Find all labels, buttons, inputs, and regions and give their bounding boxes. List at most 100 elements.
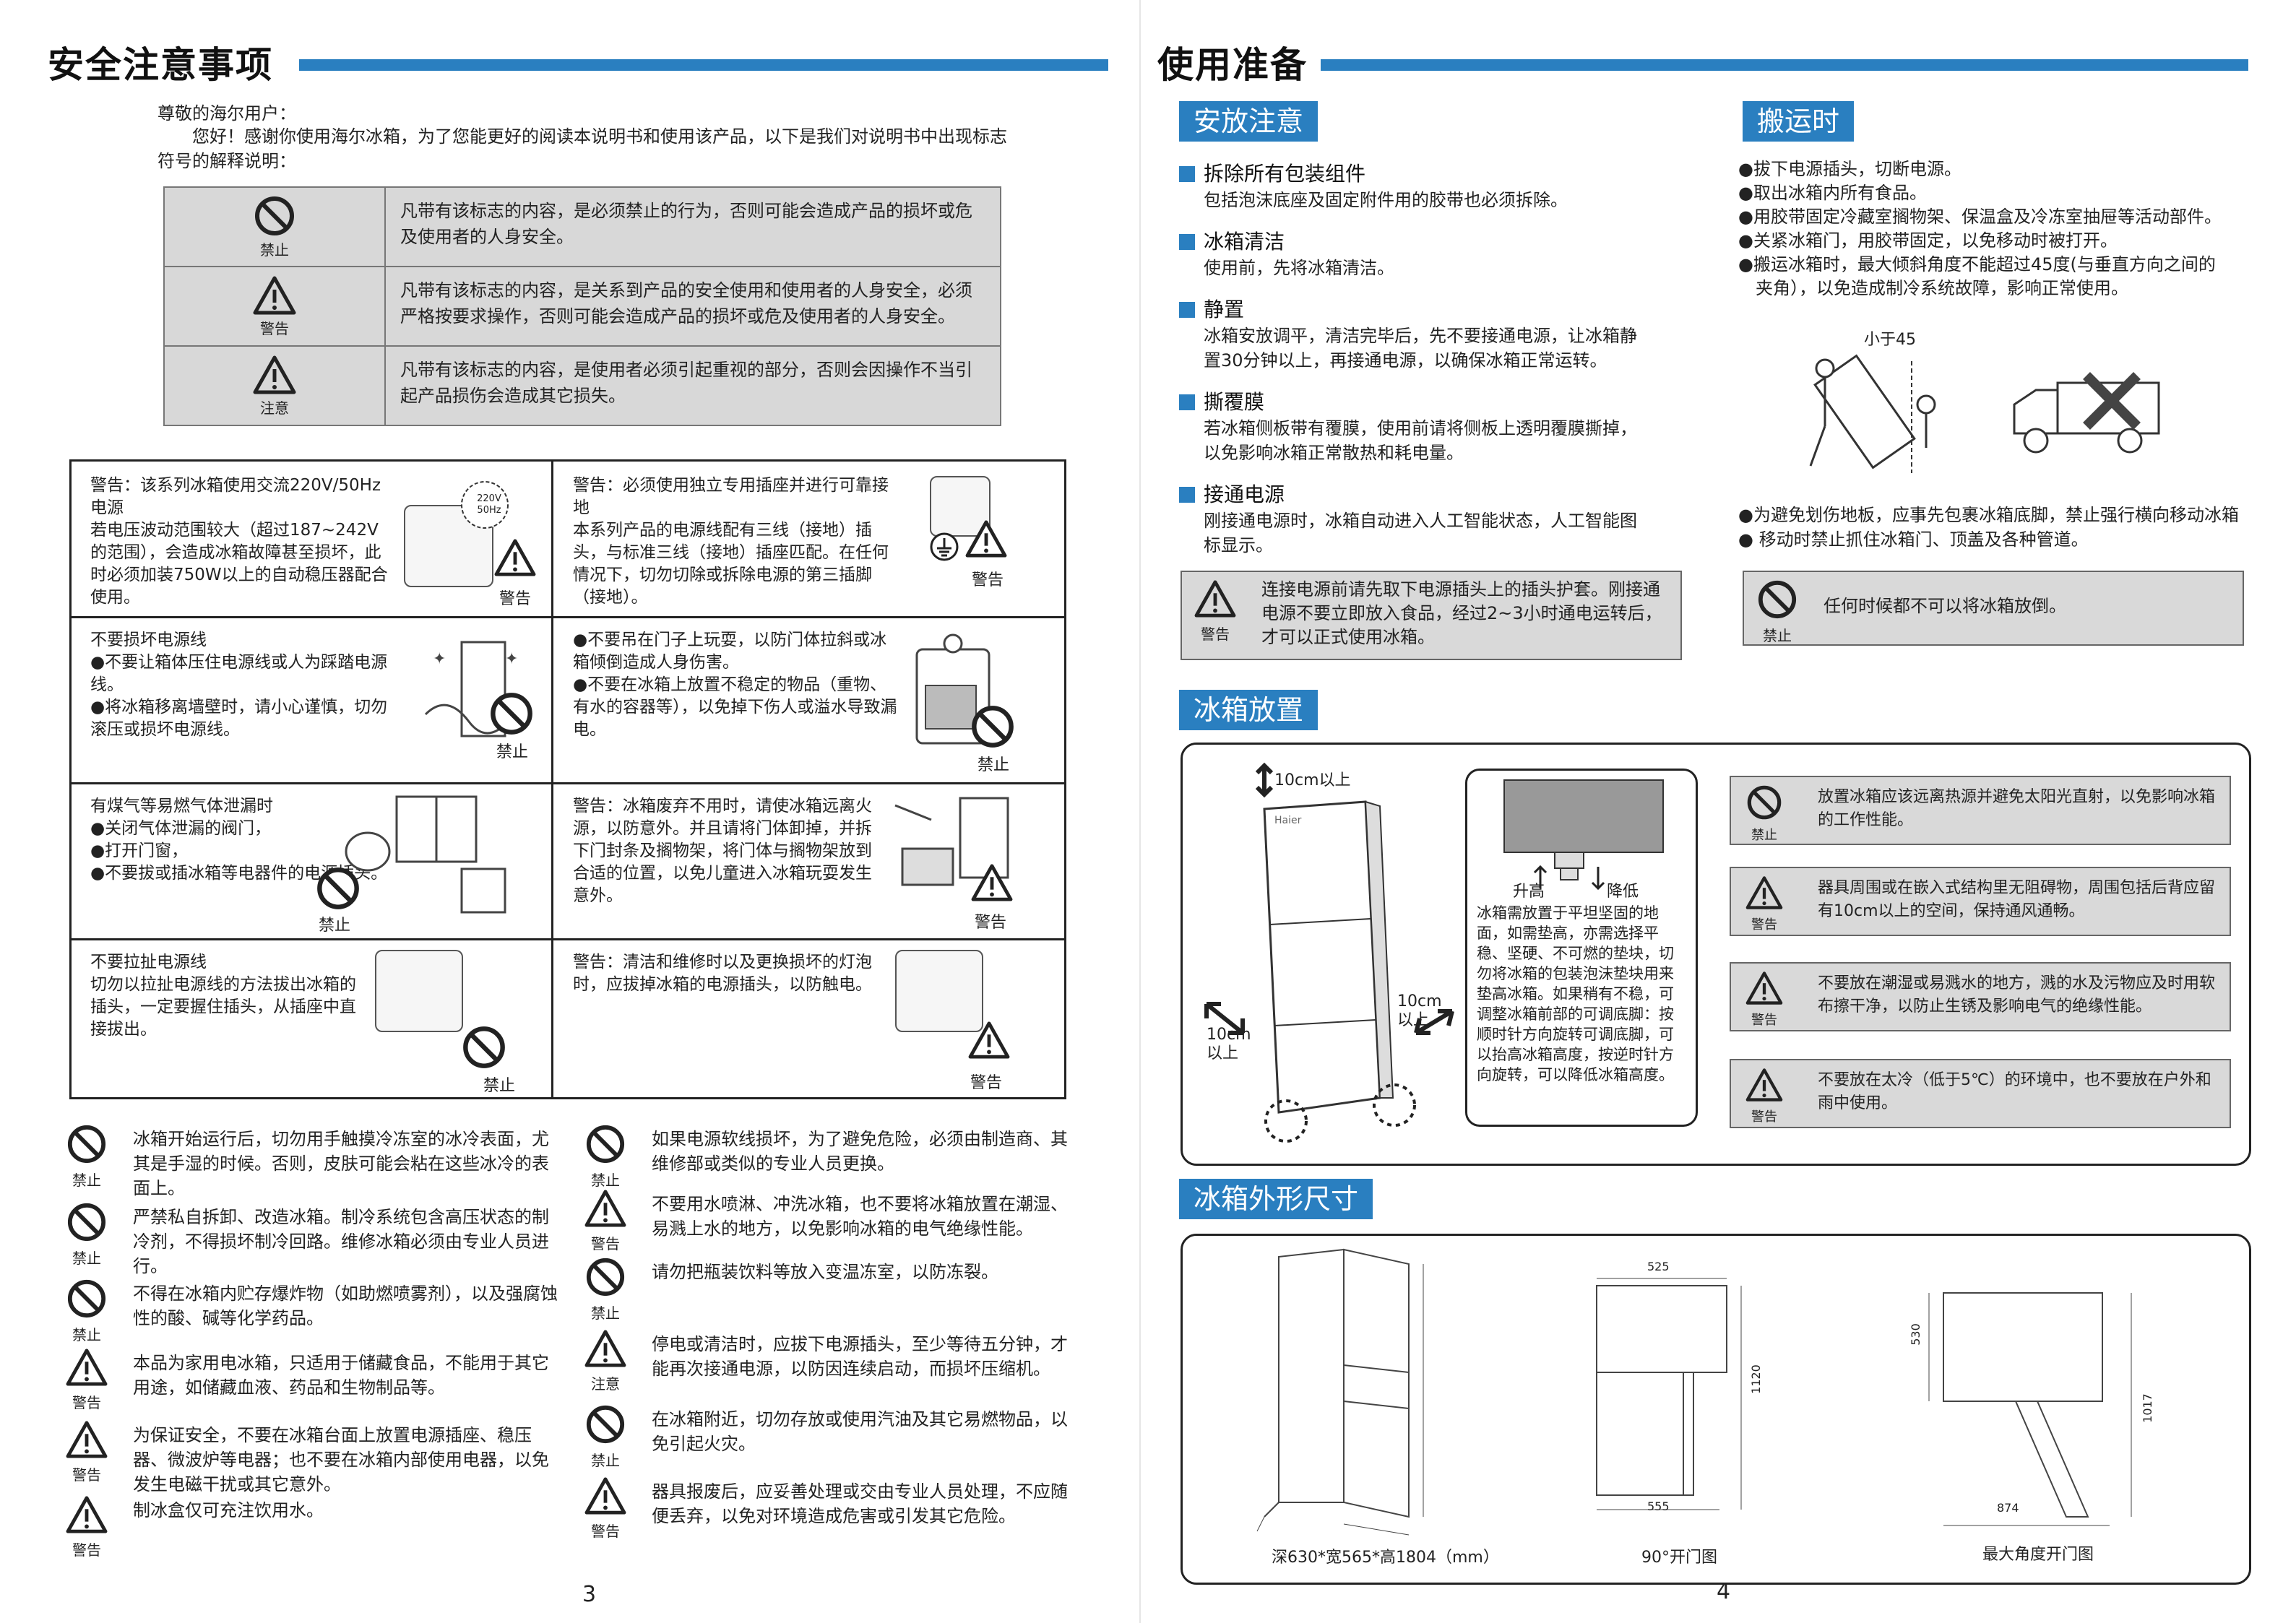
install-item-body: 冰箱安放调平，清洁完毕后，先不要接通电源，让冰箱静置30分钟以上，再接通电源，以… xyxy=(1204,326,1637,371)
dim-depth-530: 530 xyxy=(1908,1323,1922,1346)
page-title-preparation: 使用准备 xyxy=(1157,44,1308,86)
moving-ban-text: 任何时候都不可以将冰箱放倒。 xyxy=(1824,596,2066,616)
prohibit-icon xyxy=(255,196,294,235)
prohibit-icon xyxy=(972,706,1014,748)
legend-row-caution: 注意 凡带有该标志的内容，是使用者必须引起重视的部分，否则会因操作不当引起产品损… xyxy=(165,347,1000,425)
grid-label: 禁止 xyxy=(483,1077,516,1095)
socket-illustration xyxy=(375,950,463,1032)
foot-down-label: 降低 xyxy=(1607,883,1639,901)
grid-text-cleaning: 警告：清洁和维修时以及更换损坏的灯泡时，应拔掉冰箱的电源插头，以防触电。 xyxy=(573,953,872,994)
box-label: 禁止 xyxy=(1751,828,1777,843)
placement-frame xyxy=(1181,743,2251,1166)
legend-label: 禁止 xyxy=(260,241,289,259)
truck-ban-illustration xyxy=(2013,372,2160,454)
install-list: 拆除所有包装组件 包括泡沫底座及固定附件用的胶带也必须拆除。 冰箱清洁 使用前，… xyxy=(1179,160,1685,558)
prohibit-icon xyxy=(586,1405,625,1444)
placement-box: 禁止 放置冰箱应该远离热源并避免太阳光直射，以免影响冰箱的工作性能。 xyxy=(1730,776,2231,845)
bullet-text: 器具报废后，应妥善处理或交由专业人员处理，不应随便丢弃，以免对环境造成危害或引发… xyxy=(652,1481,1068,1526)
warning-icon xyxy=(971,864,1013,901)
bullet-label: 警告 xyxy=(591,1523,620,1540)
warning-icon xyxy=(253,276,296,314)
bullet-text: 在冰箱附近，切勿存放或使用汽油及其它易燃物品，以免引起火灾。 xyxy=(652,1409,1068,1454)
grid-text-disposal: 警告：冰箱废弃不用时，请使冰箱远离火源，以防意外。并且请将门体卸掉，并拆下门封条… xyxy=(573,797,872,905)
box-label: 警告 xyxy=(1751,1013,1777,1028)
warning-icon xyxy=(584,1190,626,1227)
warning-icon xyxy=(66,1349,108,1386)
install-item-head: 撕覆膜 xyxy=(1179,389,1685,416)
grid-text-voltage: 警告：该系列冰箱使用交流220V/50Hz电源 若电压波动范围较大（超过187~… xyxy=(90,476,388,607)
foot-up-label: 升高 xyxy=(1513,883,1545,901)
bullet-label: 禁止 xyxy=(72,1326,101,1343)
install-item-head: 冰箱清洁 xyxy=(1179,228,1685,256)
gas-leak-illustration xyxy=(345,795,506,914)
placement-box-text: 器具周围或在嵌入式结构里无阻碍物，周围包括后背应留有10cm以上的空间，保持通风… xyxy=(1818,879,2216,920)
bullet-label: 禁止 xyxy=(591,1452,620,1469)
warnings-grid: 警告：该系列冰箱使用交流220V/50Hz电源 若电压波动范围较大（超过187~… xyxy=(69,459,1066,1099)
legend-text: 凡带有该标志的内容，是使用者必须引起重视的部分，否则会因操作不当引起产品损伤会造… xyxy=(400,360,972,406)
prohibit-icon xyxy=(67,1125,106,1164)
bullet-text: 请勿把瓶装饮料等放入变温冻室，以防冻裂。 xyxy=(652,1262,998,1282)
install-item-body: 包括泡沫底座及固定附件用的胶带也必须拆除。 xyxy=(1204,190,1568,210)
bullet-text: 冰箱开始运行后，切勿用手触摸冷冻室的冰冷表面，尤其是手湿的时候。否则，皮肤可能会… xyxy=(133,1129,549,1198)
title-bar xyxy=(299,59,1108,71)
warning-icon xyxy=(494,539,536,576)
grid-label: 禁止 xyxy=(319,917,351,935)
socket-illustration xyxy=(895,950,983,1032)
bullet-label: 警告 xyxy=(72,1541,101,1559)
install-warning-box: 警告 连接电源前请先取下电源插头上的插头护套。刚接通电源不要立即放入食品，经过2… xyxy=(1181,571,1682,660)
fridge-3d-drawing xyxy=(1256,1248,1424,1536)
box-label: 警告 xyxy=(1751,1109,1777,1125)
prohibit-icon xyxy=(463,1026,505,1068)
grid-label: 警告 xyxy=(499,590,532,608)
fridge-door-illustration xyxy=(915,633,991,745)
dimensions-frame xyxy=(1181,1234,2251,1585)
grid-label: 警告 xyxy=(972,571,1004,589)
bullet-text: 不要用水喷淋、冲洗冰箱，也不要将冰箱放置在潮湿、易溅上水的地方，以免影响冰箱的电… xyxy=(652,1194,1068,1239)
box-label: 禁止 xyxy=(1763,627,1792,644)
placement-box: 警告 不要放在太冷（低于5℃）的环境中，也不要放在户外和雨中使用。 xyxy=(1730,1059,2231,1128)
caution-icon xyxy=(253,355,296,394)
moving-list-2: ●为避免划伤地板，应事先包裹冰箱底脚，禁止强行横向移动冰箱 ● 移动时禁止抓住冰… xyxy=(1738,503,2244,552)
title-bar xyxy=(1321,59,2248,71)
dim-caption-90: 90°开门图 xyxy=(1641,1549,1717,1567)
bullet-text: 停电或清洁时，应拔下电源插头，至少等待五分钟，才能再次接通电源，以防因连续启动，… xyxy=(652,1334,1068,1379)
install-item-head: 接通电源 xyxy=(1179,481,1685,508)
moving-item: ●为避免划伤地板，应事先包裹冰箱底脚，禁止强行横向移动冰箱 xyxy=(1738,505,2239,525)
page-number: 4 xyxy=(1717,1579,1731,1604)
page-number: 3 xyxy=(582,1582,597,1607)
clearance-top-label: 10cm以上 xyxy=(1274,771,1351,789)
grid-text-grounding: 警告：必须使用独立专用插座并进行可靠接地 本系列产品的电源线配有三线（接地）插头… xyxy=(573,476,889,607)
disposal-illustration xyxy=(894,797,1009,886)
grid-label: 警告 xyxy=(975,914,1007,932)
grid-divider xyxy=(551,462,553,1097)
left-page: 安全注意事项 尊敬的海尔用户： 您好！感谢你使用海尔冰箱，为了您能更好的阅读本说… xyxy=(0,0,1136,1623)
prohibit-icon xyxy=(491,693,532,735)
bullet-label: 禁止 xyxy=(591,1304,620,1322)
prohibit-icon xyxy=(317,867,359,909)
warning-icon xyxy=(1194,580,1236,618)
moving-list: ●拔下电源插头，切断电源。 ●取出冰箱内所有食品。 ●用胶带固定冷藏室搁物架、保… xyxy=(1738,157,2230,300)
section-header-install: 安放注意 xyxy=(1179,101,1319,142)
legend-text: 凡带有该标志的内容，是关系到产品的安全使用和使用者的人身安全，必须严格按要求操作… xyxy=(400,280,972,326)
door-90-drawing xyxy=(1596,1278,1742,1510)
bullet-text: 为保证安全，不要在冰箱台面上放置电源插座、稳压器、微波炉等电器；也不要在冰箱内部… xyxy=(133,1425,549,1494)
intro-text: 您好！感谢你使用海尔冰箱，为了您能更好的阅读本说明书和使用该产品，以下是我们对说… xyxy=(157,126,1007,171)
bullet-label: 警告 xyxy=(591,1235,620,1252)
tilt-carry-illustration xyxy=(1809,354,1936,473)
install-item-head: 拆除所有包装组件 xyxy=(1179,160,1685,188)
foot-adjust-text: 冰箱需放置于平坦坚固的地面，如需垫高，亦需选择平稳、坚硬、不可燃的垫块，切勿将冰… xyxy=(1477,904,1674,1083)
warning-icon xyxy=(66,1496,108,1533)
caution-icon xyxy=(584,1330,626,1367)
bullet-text: 制冰盒仅可充注饮用水。 xyxy=(133,1500,324,1520)
tilt-angle-label: 小于45 xyxy=(1864,331,1916,349)
dim-width-bottom: 555 xyxy=(1647,1499,1670,1513)
outlet-illustration xyxy=(930,476,991,537)
placement-box-text: 不要放在潮湿或易溅水的地方，溅的水及污物应及时用软布擦干净，以防止生锈及影响电气… xyxy=(1818,974,2216,1016)
legend-label: 警告 xyxy=(260,319,289,337)
grid-label: 警告 xyxy=(970,1074,1003,1092)
warning-icon xyxy=(1745,876,1783,909)
page-title-safety: 安全注意事项 xyxy=(48,44,273,86)
prohibit-icon xyxy=(586,1125,625,1164)
bullet-label: 警告 xyxy=(72,1466,101,1484)
bullet-label: 注意 xyxy=(591,1375,620,1393)
